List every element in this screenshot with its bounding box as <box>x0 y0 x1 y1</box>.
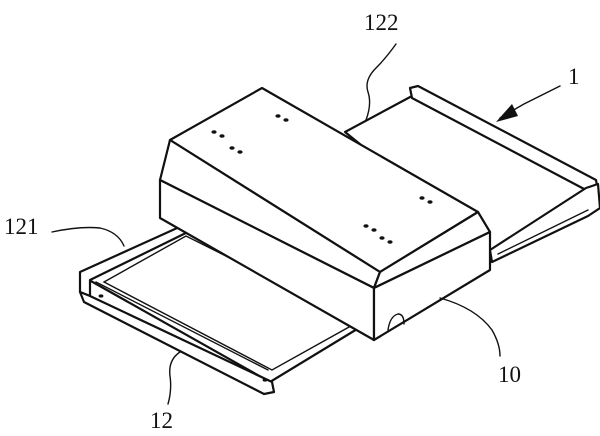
leader-122 <box>365 43 397 121</box>
housing <box>158 86 492 342</box>
arrow-head-icon <box>496 104 518 122</box>
tray-hole-icon <box>262 378 268 382</box>
screw-holes <box>211 114 433 244</box>
label-121: 121 <box>4 214 39 239</box>
slot-cutout <box>387 313 405 331</box>
reference-numerals: 122 1 121 10 12 <box>4 10 580 433</box>
leader-121 <box>51 226 125 247</box>
label-12: 12 <box>150 408 173 433</box>
front-tray <box>78 222 374 396</box>
tray-hole-icon <box>98 294 104 298</box>
rear-tray <box>343 84 600 264</box>
label-1: 1 <box>568 64 580 89</box>
leader-12 <box>167 351 181 405</box>
label-122: 122 <box>364 10 399 35</box>
leader-10 <box>439 297 501 357</box>
leader-lines <box>51 43 561 405</box>
label-10: 10 <box>498 362 521 387</box>
